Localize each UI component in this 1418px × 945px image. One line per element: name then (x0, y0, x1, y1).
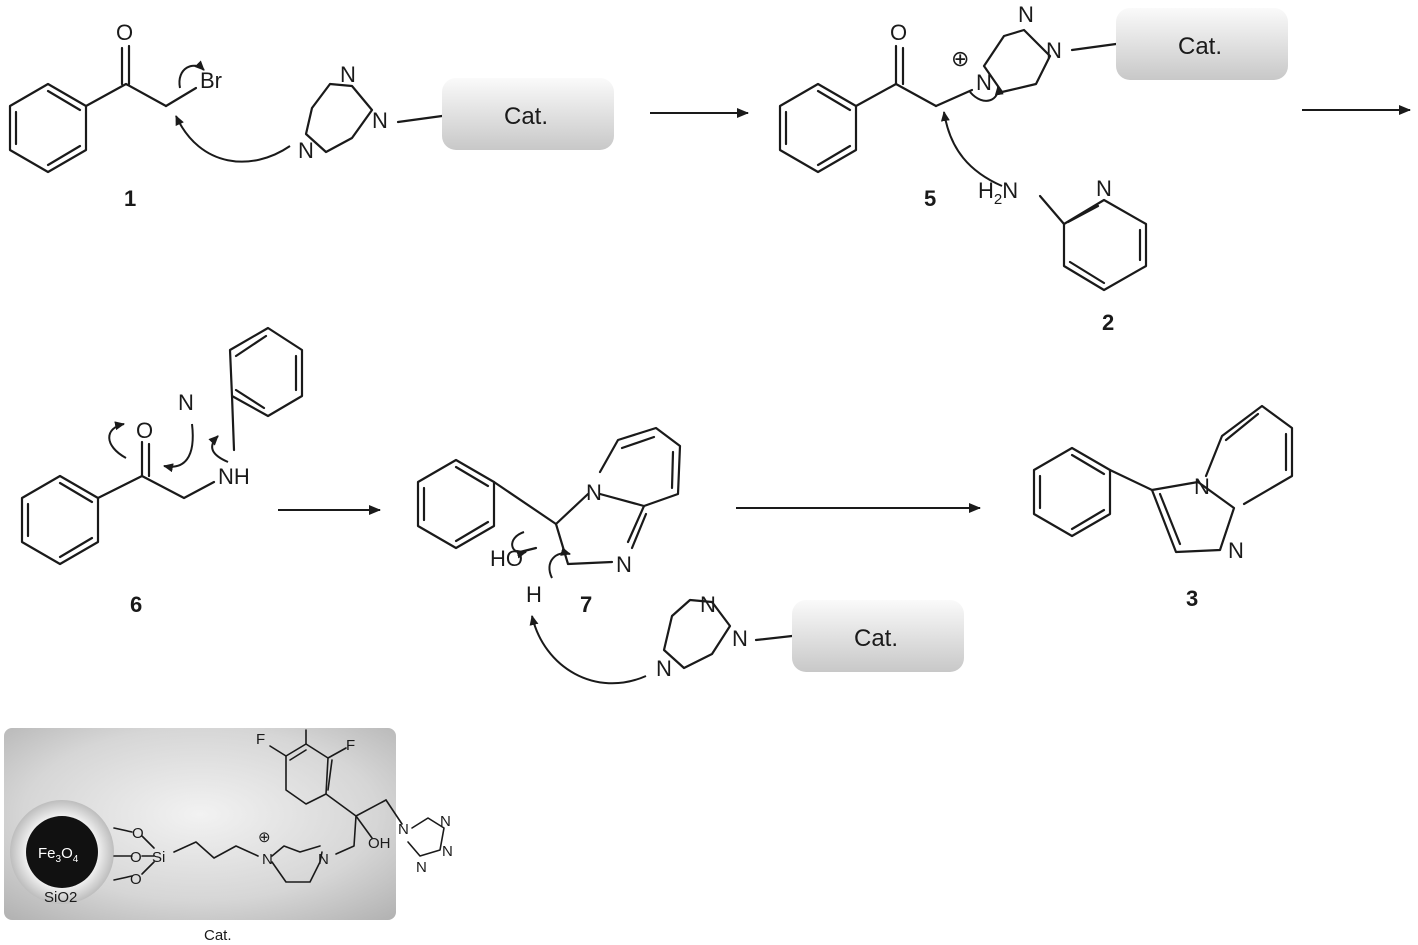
atom-n: N (372, 108, 388, 133)
atom-n: N (1096, 176, 1112, 201)
atom-n: N (656, 656, 672, 681)
positive-charge: ⊕ (951, 46, 969, 71)
atom-si: Si (152, 849, 165, 866)
atom-n: N (440, 813, 451, 830)
curved-arrow-cyclization (163, 423, 194, 473)
catalyst-label: Cat. (504, 103, 548, 130)
atom-ho: HO (490, 546, 523, 571)
atom-n: N (340, 62, 356, 87)
compound-label-7: 7 (580, 592, 592, 617)
atom-h2n: H2N (978, 178, 1018, 208)
atom-n: N (318, 851, 329, 868)
sio2-label: SiO2 (44, 889, 77, 906)
atom-oh: OH (368, 835, 391, 852)
atom-n: N (616, 552, 632, 577)
compound-5-structure (778, 28, 1052, 174)
compound-label-3: 3 (1186, 586, 1198, 611)
linker-chain (113, 729, 445, 883)
atom-n: N (262, 851, 273, 868)
catalyst-label: Cat. (1178, 33, 1222, 60)
atom-o: O (890, 20, 907, 45)
atom-br: Br (200, 68, 222, 93)
curved-arrow-carbonyl (108, 421, 127, 459)
atom-o: O (130, 849, 142, 866)
atom-n: N (976, 70, 992, 95)
curved-arrow-leaving-group (969, 85, 1004, 102)
compound-6-structure (20, 326, 304, 566)
atom-n: N (700, 592, 716, 617)
atom-f: F (346, 737, 355, 754)
atom-o: O (136, 418, 153, 443)
positive-charge: ⊕ (258, 829, 271, 846)
catalyst-box (442, 78, 614, 150)
atom-n: N (1046, 38, 1062, 63)
catalyst-label: Cat. (854, 625, 898, 652)
curved-arrow-amine-attack (940, 111, 1003, 187)
compound-1-structure (8, 44, 198, 174)
compound-7-structure (416, 426, 682, 566)
compound-label-6: 6 (130, 592, 142, 617)
curved-arrow-nucleophilic-attack (175, 115, 291, 163)
catalyst-caption: Cat. (204, 927, 232, 944)
compound-label-1: 1 (124, 186, 136, 211)
curved-arrow-deprotonation (548, 547, 571, 579)
atom-n: N (1228, 538, 1244, 563)
atom-h: H (526, 582, 542, 607)
atom-f: F (256, 731, 265, 748)
atom-n: N (1018, 2, 1034, 27)
atom-n: N (416, 859, 427, 876)
atom-n: N (442, 843, 453, 860)
catalyst-box (792, 600, 964, 672)
atom-n: N (178, 390, 194, 415)
atom-nh: NH (218, 464, 250, 489)
compound-label-2: 2 (1102, 310, 1114, 335)
curved-arrow-oh-loss (511, 531, 527, 559)
atom-o: O (132, 825, 144, 842)
atom-n: N (1194, 474, 1210, 499)
compound-3-structure (1032, 404, 1294, 554)
catalyst-box (1116, 8, 1288, 80)
fe3o4-label: Fe3O4 (38, 845, 79, 865)
triazole-ring-bottom (662, 598, 732, 670)
curved-arrow-nh (208, 435, 229, 463)
curved-arrow-br-leaving (178, 60, 205, 89)
curved-arrow-base-attack (529, 615, 647, 685)
atom-n: N (732, 626, 748, 651)
fe3o4-core (26, 816, 98, 888)
atom-n: N (398, 821, 409, 838)
atom-n: N (298, 138, 314, 163)
triazole-ring-top (304, 82, 374, 154)
atom-o: O (130, 871, 142, 888)
atom-o: O (116, 20, 133, 45)
compound-label-5: 5 (924, 186, 936, 211)
atom-n: N (586, 480, 602, 505)
compound-2-structure (1038, 194, 1148, 292)
